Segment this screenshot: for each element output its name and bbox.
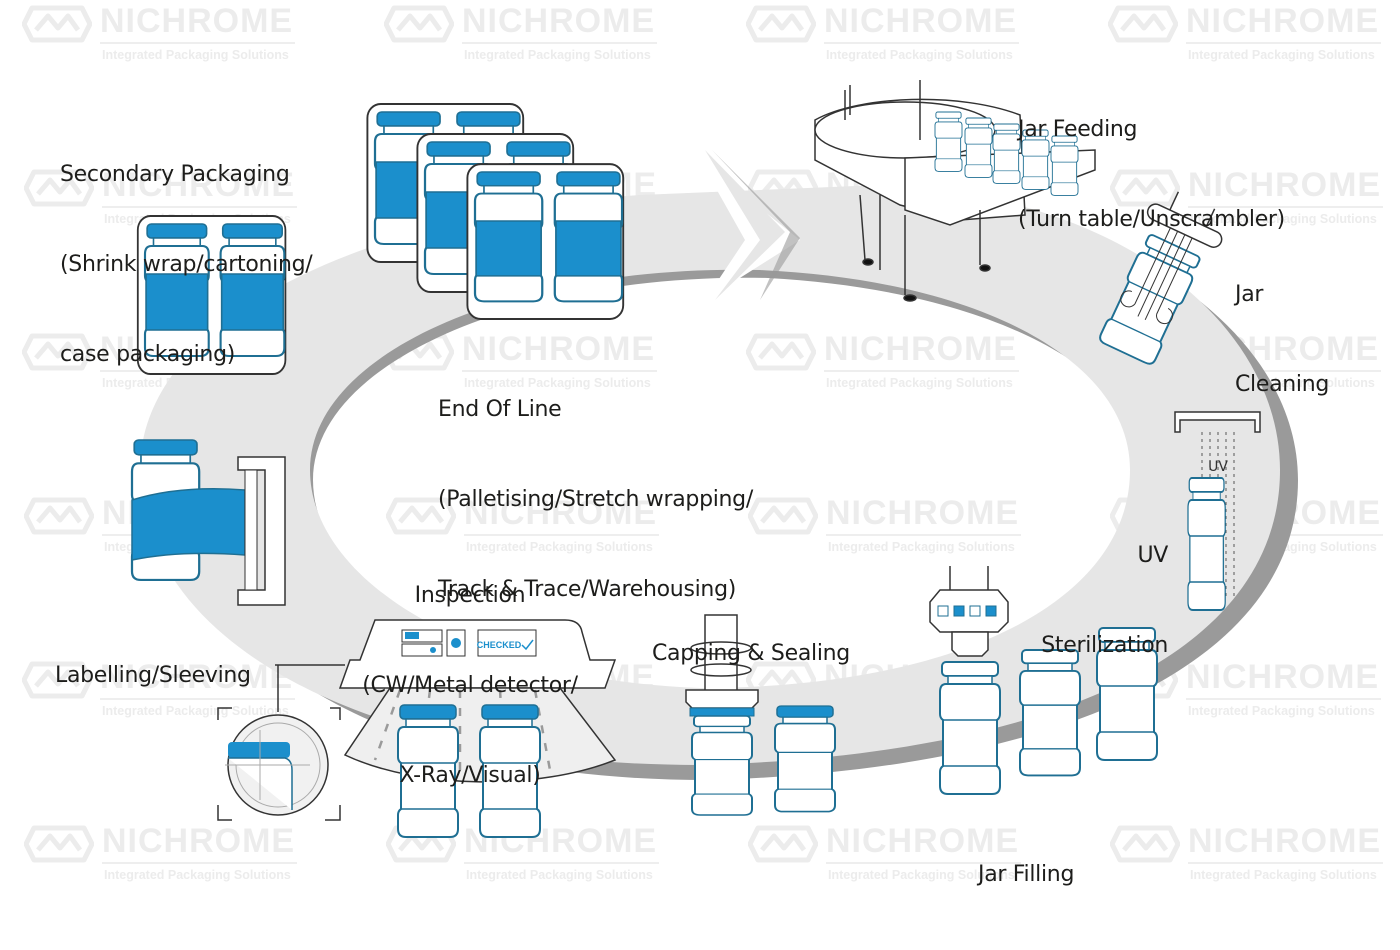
stage-title: UV [1137, 543, 1168, 568]
labelling-machine-icon [130, 438, 286, 606]
stage-subtitle-line2: Track & Trace/Warehousing) [438, 577, 737, 602]
stage-subtitle-line2: case packaging) [60, 342, 236, 367]
stage-label-capping-sealing: Capping & Sealing [652, 579, 850, 729]
stage-title: Jar Feeding [1018, 117, 1138, 142]
stage-label-jar-cleaning: Jar Cleaning [1235, 220, 1329, 460]
process-ring [140, 150, 1298, 780]
arrow-chevron [705, 150, 785, 300]
stage-title: Jar Filling [978, 862, 1075, 887]
stage-subtitle: (Turn table/Unscrambler) [1018, 207, 1285, 232]
capping-head-icon [685, 614, 836, 816]
stage-label-uv-sterilization: UV Sterilization [1028, 481, 1168, 721]
stage-title: Inspection [414, 583, 526, 608]
stage-title: End Of Line [438, 397, 562, 422]
stage-label-jar-feeding: Jar Feeding (Turn table/Unscrambler) [1018, 55, 1285, 295]
ring [140, 185, 1280, 765]
stage-label-labelling-sleeving: Labelling/Sleeving [55, 601, 251, 751]
stage-title: Jar [1235, 282, 1264, 307]
vision-camera-icon [217, 664, 345, 821]
stage-title-line2: Cleaning [1235, 372, 1330, 397]
inspection-machine-icon: CHECKED [338, 619, 617, 838]
stage-subtitle: (CW/Metal detector/ [362, 673, 578, 698]
uv-label: UV [1208, 459, 1228, 475]
stage-label-jar-filling: Jar Filling [978, 800, 1074, 950]
stage-subtitle: (Shrink wrap/cartoning/ [60, 252, 313, 277]
stage-subtitle: (Palletising/Stretch wrapping/ [438, 487, 753, 512]
stage-title: Capping & Sealing [652, 641, 850, 666]
checked-label: CHECKED [477, 640, 522, 650]
jar-cleaning-icon [1096, 191, 1223, 367]
stage-label-secondary-packaging: Secondary Packaging (Shrink wrap/cartoni… [60, 100, 313, 430]
process-flow-graphic: UV [130, 80, 1298, 838]
stage-subtitle-line2: X-Ray/Visual) [399, 763, 541, 788]
stage-label-end-of-line: End Of Line (Palletising/Stretch wrappin… [438, 335, 753, 665]
arrow-chevron-shadow [712, 150, 800, 300]
stage-title: Labelling/Sleeving [55, 663, 251, 688]
uv-lamp-icon: UV [1174, 411, 1261, 611]
stage-title-line2: Sterilization [1041, 633, 1168, 658]
stage-label-inspection: Inspection (CW/Metal detector/ X-Ray/Vis… [340, 521, 600, 851]
filling-nozzle-icon [929, 566, 1009, 657]
stage-title: Secondary Packaging [60, 162, 290, 187]
